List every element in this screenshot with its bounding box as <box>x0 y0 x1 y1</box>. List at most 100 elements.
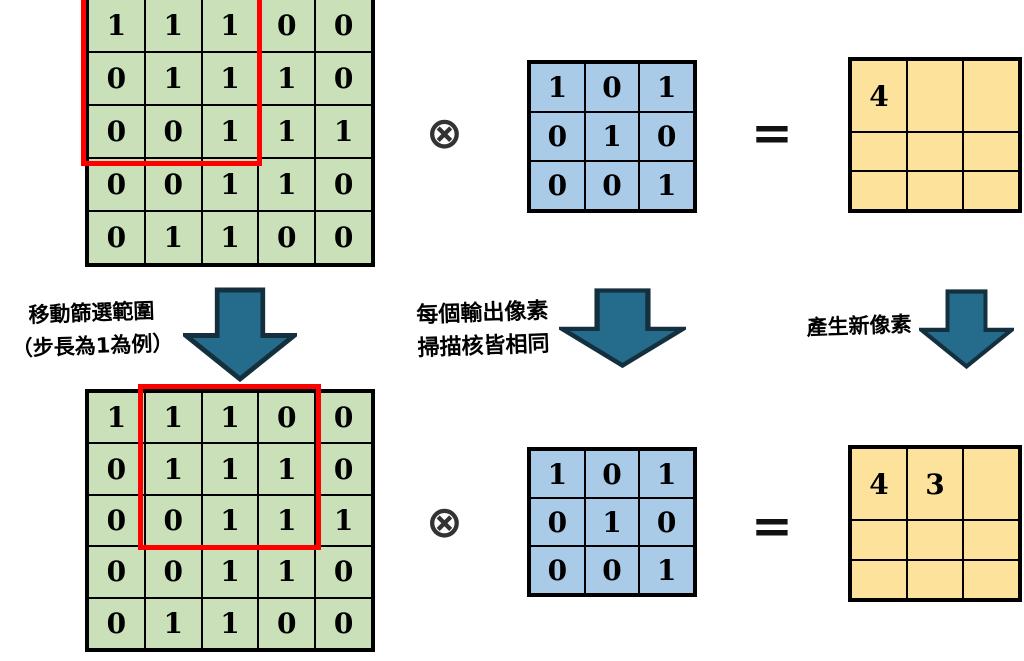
grid-cell: 0 <box>639 498 694 546</box>
grid-cell: 0 <box>315 211 372 264</box>
grid-cell: 1 <box>584 498 640 546</box>
grid-cell: 0 <box>315 597 372 649</box>
label-same-kernel: 每個輸出像素 掃描核皆相同 <box>395 294 571 366</box>
grid-cell: 1 <box>144 0 202 52</box>
label-new-pixel: 產生新像素 <box>783 309 936 344</box>
grid-cell: 1 <box>88 0 145 52</box>
grid-cell: 0 <box>315 0 372 52</box>
grid-cell: 1 <box>639 450 694 498</box>
convolution-operator-icon: ⊗ <box>426 497 463 548</box>
grid-cell: 0 <box>144 105 202 158</box>
grid-cell: 0 <box>530 112 585 161</box>
grid-cell: 0 <box>315 546 372 598</box>
convolution-operator-icon: ⊗ <box>426 108 463 159</box>
grid-cell: 1 <box>144 52 202 105</box>
grid-cell: 1 <box>258 443 316 495</box>
grid-cell <box>963 132 1019 171</box>
grid-cell: 0 <box>88 546 145 598</box>
grid-cell <box>963 171 1019 210</box>
grid-cell: 0 <box>584 546 640 594</box>
grid-cell <box>963 559 1019 599</box>
grid-cell: 0 <box>315 443 372 495</box>
output-matrix-top: 4 <box>848 57 1022 213</box>
grid-cell: 0 <box>144 494 202 547</box>
grid-cell: 0 <box>258 0 316 52</box>
grid-cell: 0 <box>88 211 145 264</box>
down-arrow-icon <box>559 288 686 368</box>
grid-cell: 0 <box>258 211 316 264</box>
grid-cell: 0 <box>315 158 372 211</box>
down-arrow-icon <box>919 289 1014 369</box>
grid-cell: 0 <box>530 546 585 594</box>
grid-cell: 1 <box>144 211 202 264</box>
grid-cell: 0 <box>530 161 585 210</box>
grid-cell: 0 <box>584 161 640 210</box>
grid-cell: 4 <box>851 448 907 521</box>
grid-cell <box>851 171 907 210</box>
label-new-pixel-line1: 產生新像素 <box>806 312 912 340</box>
equals-sign-bottom: = <box>751 496 793 555</box>
grid-cell: 0 <box>88 158 145 211</box>
grid-cell: 1 <box>258 52 316 105</box>
grid-cell: 1 <box>144 392 202 444</box>
grid-cell: 1 <box>639 161 694 210</box>
down-arrow-icon <box>183 287 297 382</box>
grid-cell <box>907 520 963 560</box>
grid-cell: 0 <box>530 498 585 546</box>
grid-cell: 1 <box>258 158 316 211</box>
grid-cell: 0 <box>88 494 145 547</box>
grid-cell: 0 <box>315 52 372 105</box>
grid-cell: 1 <box>258 105 316 158</box>
grid-cell: 1 <box>639 63 694 112</box>
grid-cell <box>963 520 1019 560</box>
grid-cell: 3 <box>907 448 963 521</box>
grid-cell <box>963 448 1019 521</box>
grid-cell: 0 <box>144 158 202 211</box>
grid-cell: 1 <box>201 0 259 52</box>
grid-cell: 1 <box>201 211 259 264</box>
grid-cell: 1 <box>639 546 694 594</box>
grid-cell: 1 <box>201 158 259 211</box>
grid-cell: 0 <box>584 63 640 112</box>
grid-cell: 1 <box>530 63 585 112</box>
grid-cell: 0 <box>258 597 316 649</box>
grid-cell: 1 <box>201 52 259 105</box>
grid-cell: 1 <box>144 443 202 495</box>
grid-cell: 1 <box>584 112 640 161</box>
grid-cell: 0 <box>144 546 202 598</box>
grid-cell: 0 <box>88 105 145 158</box>
grid-cell: 0 <box>584 450 640 498</box>
grid-cell <box>851 559 907 599</box>
grid-cell <box>907 171 963 210</box>
grid-cell: 1 <box>315 494 372 547</box>
grid-cell: 1 <box>201 597 259 649</box>
grid-cell <box>907 60 963 132</box>
label-move-window-line2: （步長為1為例） <box>11 330 174 361</box>
grid-cell <box>907 132 963 171</box>
grid-cell: 1 <box>201 546 259 598</box>
grid-cell: 0 <box>315 392 372 444</box>
grid-cell <box>907 559 963 599</box>
grid-cell: 1 <box>201 105 259 158</box>
label-same-kernel-line2: 掃描核皆相同 <box>417 331 550 362</box>
grid-cell <box>963 60 1019 132</box>
grid-cell: 1 <box>144 597 202 649</box>
grid-cell: 0 <box>88 443 145 495</box>
grid-cell: 1 <box>258 546 316 598</box>
grid-cell: 1 <box>315 105 372 158</box>
grid-cell <box>851 132 907 171</box>
grid-cell: 0 <box>88 52 145 105</box>
grid-cell: 1 <box>201 392 259 444</box>
label-move-window: 移動篩選範圍 （步長為1為例） <box>0 294 185 365</box>
grid-cell: 1 <box>258 494 316 547</box>
grid-cell: 0 <box>639 112 694 161</box>
grid-cell: 1 <box>201 494 259 547</box>
grid-cell: 1 <box>201 443 259 495</box>
grid-cell: 4 <box>851 60 907 132</box>
